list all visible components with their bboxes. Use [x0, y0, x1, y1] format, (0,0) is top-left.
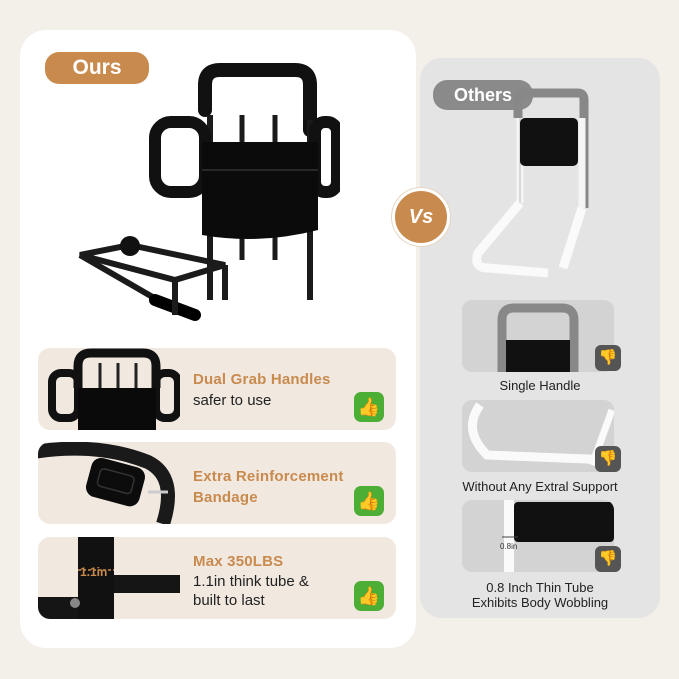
others-label-line1: 0.8 Inch Thin Tube — [486, 580, 594, 595]
feature-subtitle-line1: 1.1in think tube & — [193, 573, 309, 590]
others-label-line2: Exhibits Body Wobbling — [471, 595, 609, 610]
thumbs-down-icon: 👎 — [595, 446, 621, 472]
thumbs-up-icon: 👍 — [354, 486, 384, 516]
others-single-handle-box — [462, 300, 614, 372]
feature-subtitle-line2: built to last — [193, 592, 265, 609]
others-bed-rail-image — [472, 88, 589, 278]
feature-subtitle: safer to use — [193, 392, 272, 409]
others-label: Without Any Extral Support — [462, 479, 618, 494]
others-no-support-box — [462, 400, 614, 472]
feature-title: Extra Reinforcement — [193, 468, 344, 485]
others-label: Single Handle — [499, 378, 581, 393]
feature-title-line2: Bandage — [193, 489, 258, 506]
dual-handles-image — [48, 348, 180, 430]
reinforcement-bandage-image — [38, 442, 175, 524]
feature-title: Max 350LBS — [193, 553, 284, 570]
feature-title: Dual Grab Handles — [193, 371, 331, 388]
thumbs-up-icon: 👍 — [354, 581, 384, 611]
ours-bed-rail-image — [78, 63, 340, 321]
others-thin-tube-box: 0.8in — [462, 500, 614, 572]
vs-badge: Vs — [392, 188, 450, 246]
feature-dual-grab-handles: Dual Grab Handles safer to use 👍 — [38, 348, 396, 430]
single-handle-image — [497, 303, 579, 372]
thumbs-down-icon: 👎 — [595, 345, 621, 371]
no-support-image — [468, 402, 614, 467]
thumbs-down-icon: 👎 — [595, 546, 621, 572]
thin-tube-measure: 0.8in — [500, 542, 518, 551]
tube-measure-label: 1.1in — [80, 565, 108, 579]
thin-tube-image — [502, 500, 614, 572]
thumbs-up-icon: 👍 — [354, 392, 384, 422]
feature-reinforcement-bandage: Extra Reinforcement Bandage 👍 — [38, 442, 396, 524]
feature-max-weight: 1.1in Max 350LBS 1.1in think tube & buil… — [38, 537, 396, 619]
thick-tube-image — [38, 537, 180, 619]
ours-badge: Ours — [45, 52, 149, 84]
